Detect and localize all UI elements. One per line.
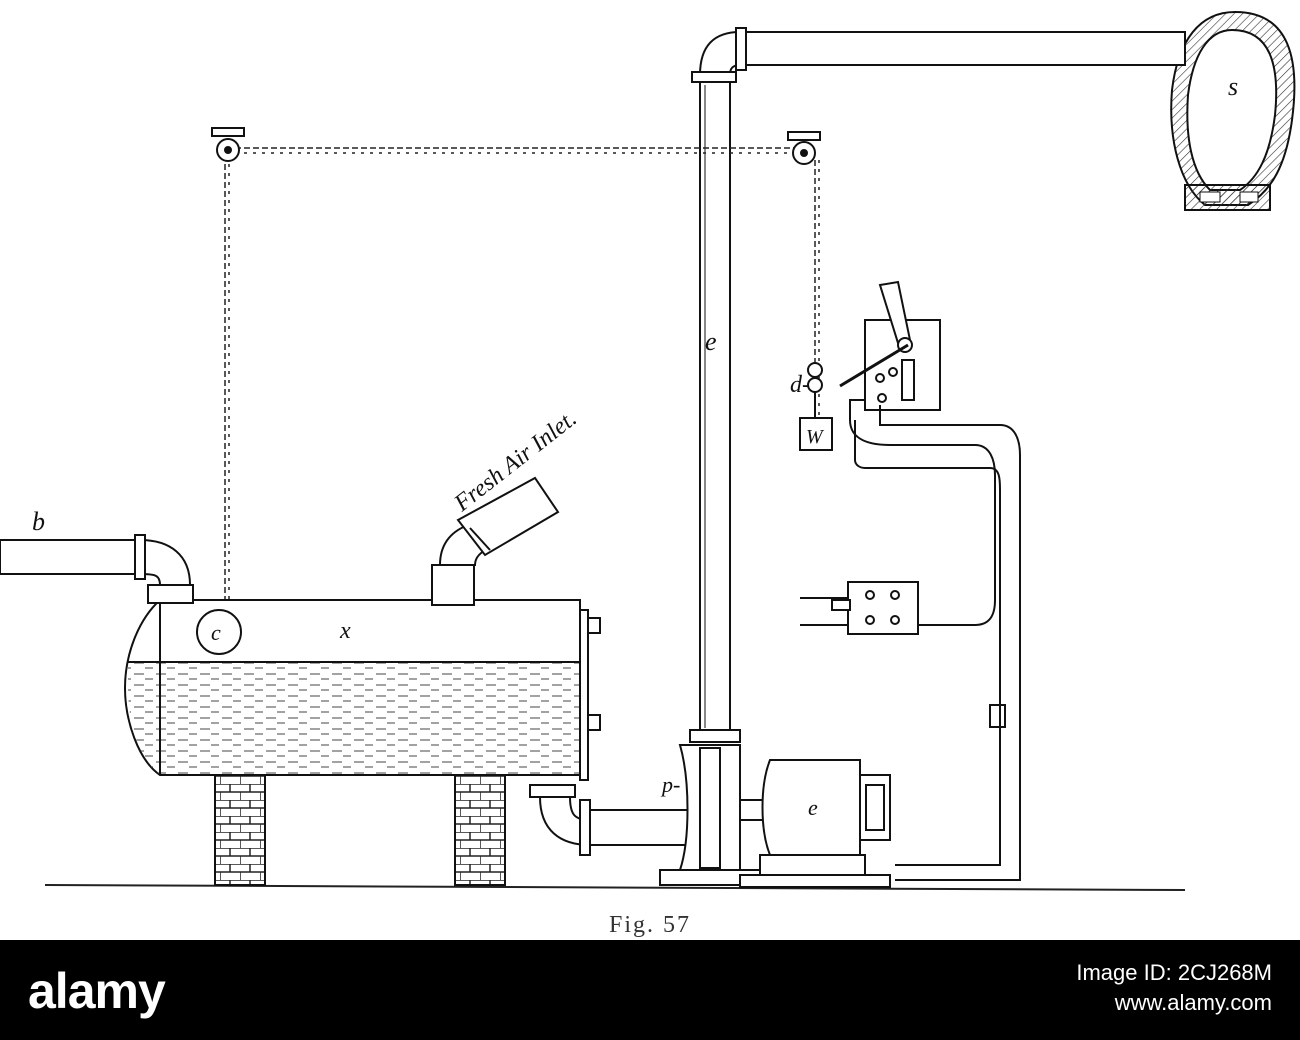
stock-watermark-bar: alamy Image ID: 2CJ268M www.alamy.com <box>0 940 1300 1040</box>
pump-p <box>659 744 761 886</box>
suction-pipe <box>529 784 701 856</box>
inlet-pipe-b <box>0 534 194 604</box>
tank-label: x <box>339 618 351 644</box>
stack-label: s <box>1228 72 1238 101</box>
weight-label: W <box>806 426 825 448</box>
motor <box>739 759 891 888</box>
figure-caption: Fig. 57 <box>608 912 691 938</box>
brick-pier-right <box>454 774 506 886</box>
weight-w <box>799 362 833 451</box>
fresh-air-inlet <box>431 476 560 606</box>
pump-label: p- <box>660 772 680 797</box>
sewer-s <box>1170 10 1296 211</box>
float-c <box>196 609 242 655</box>
discharge-pipe <box>691 27 1186 83</box>
tank-x <box>123 599 601 781</box>
lever-d <box>839 343 909 388</box>
pulley-right <box>787 131 821 165</box>
lever-label: d- <box>790 372 810 398</box>
diagram-canvas: s e W <box>0 10 1296 891</box>
inlet-label: b <box>32 507 45 536</box>
float-label: c <box>211 620 221 645</box>
motor-label: e <box>808 795 818 820</box>
switch-panel <box>864 280 941 411</box>
pulley-left <box>211 127 245 162</box>
alamy-logo: alamy <box>28 963 166 1019</box>
brick-pier-left <box>214 774 266 886</box>
vertical-pipe-e <box>689 81 741 743</box>
knife-switch <box>800 581 919 635</box>
pipe-e-label: e <box>705 327 717 356</box>
wiring <box>800 399 1021 881</box>
stock-image-id: Image ID: 2CJ268M www.alamy.com <box>1076 958 1272 1018</box>
image-id-text: Image ID: 2CJ268M <box>1076 960 1272 985</box>
site-url-text: www.alamy.com <box>1114 990 1272 1015</box>
patent-figure: s e W <box>0 10 1296 891</box>
